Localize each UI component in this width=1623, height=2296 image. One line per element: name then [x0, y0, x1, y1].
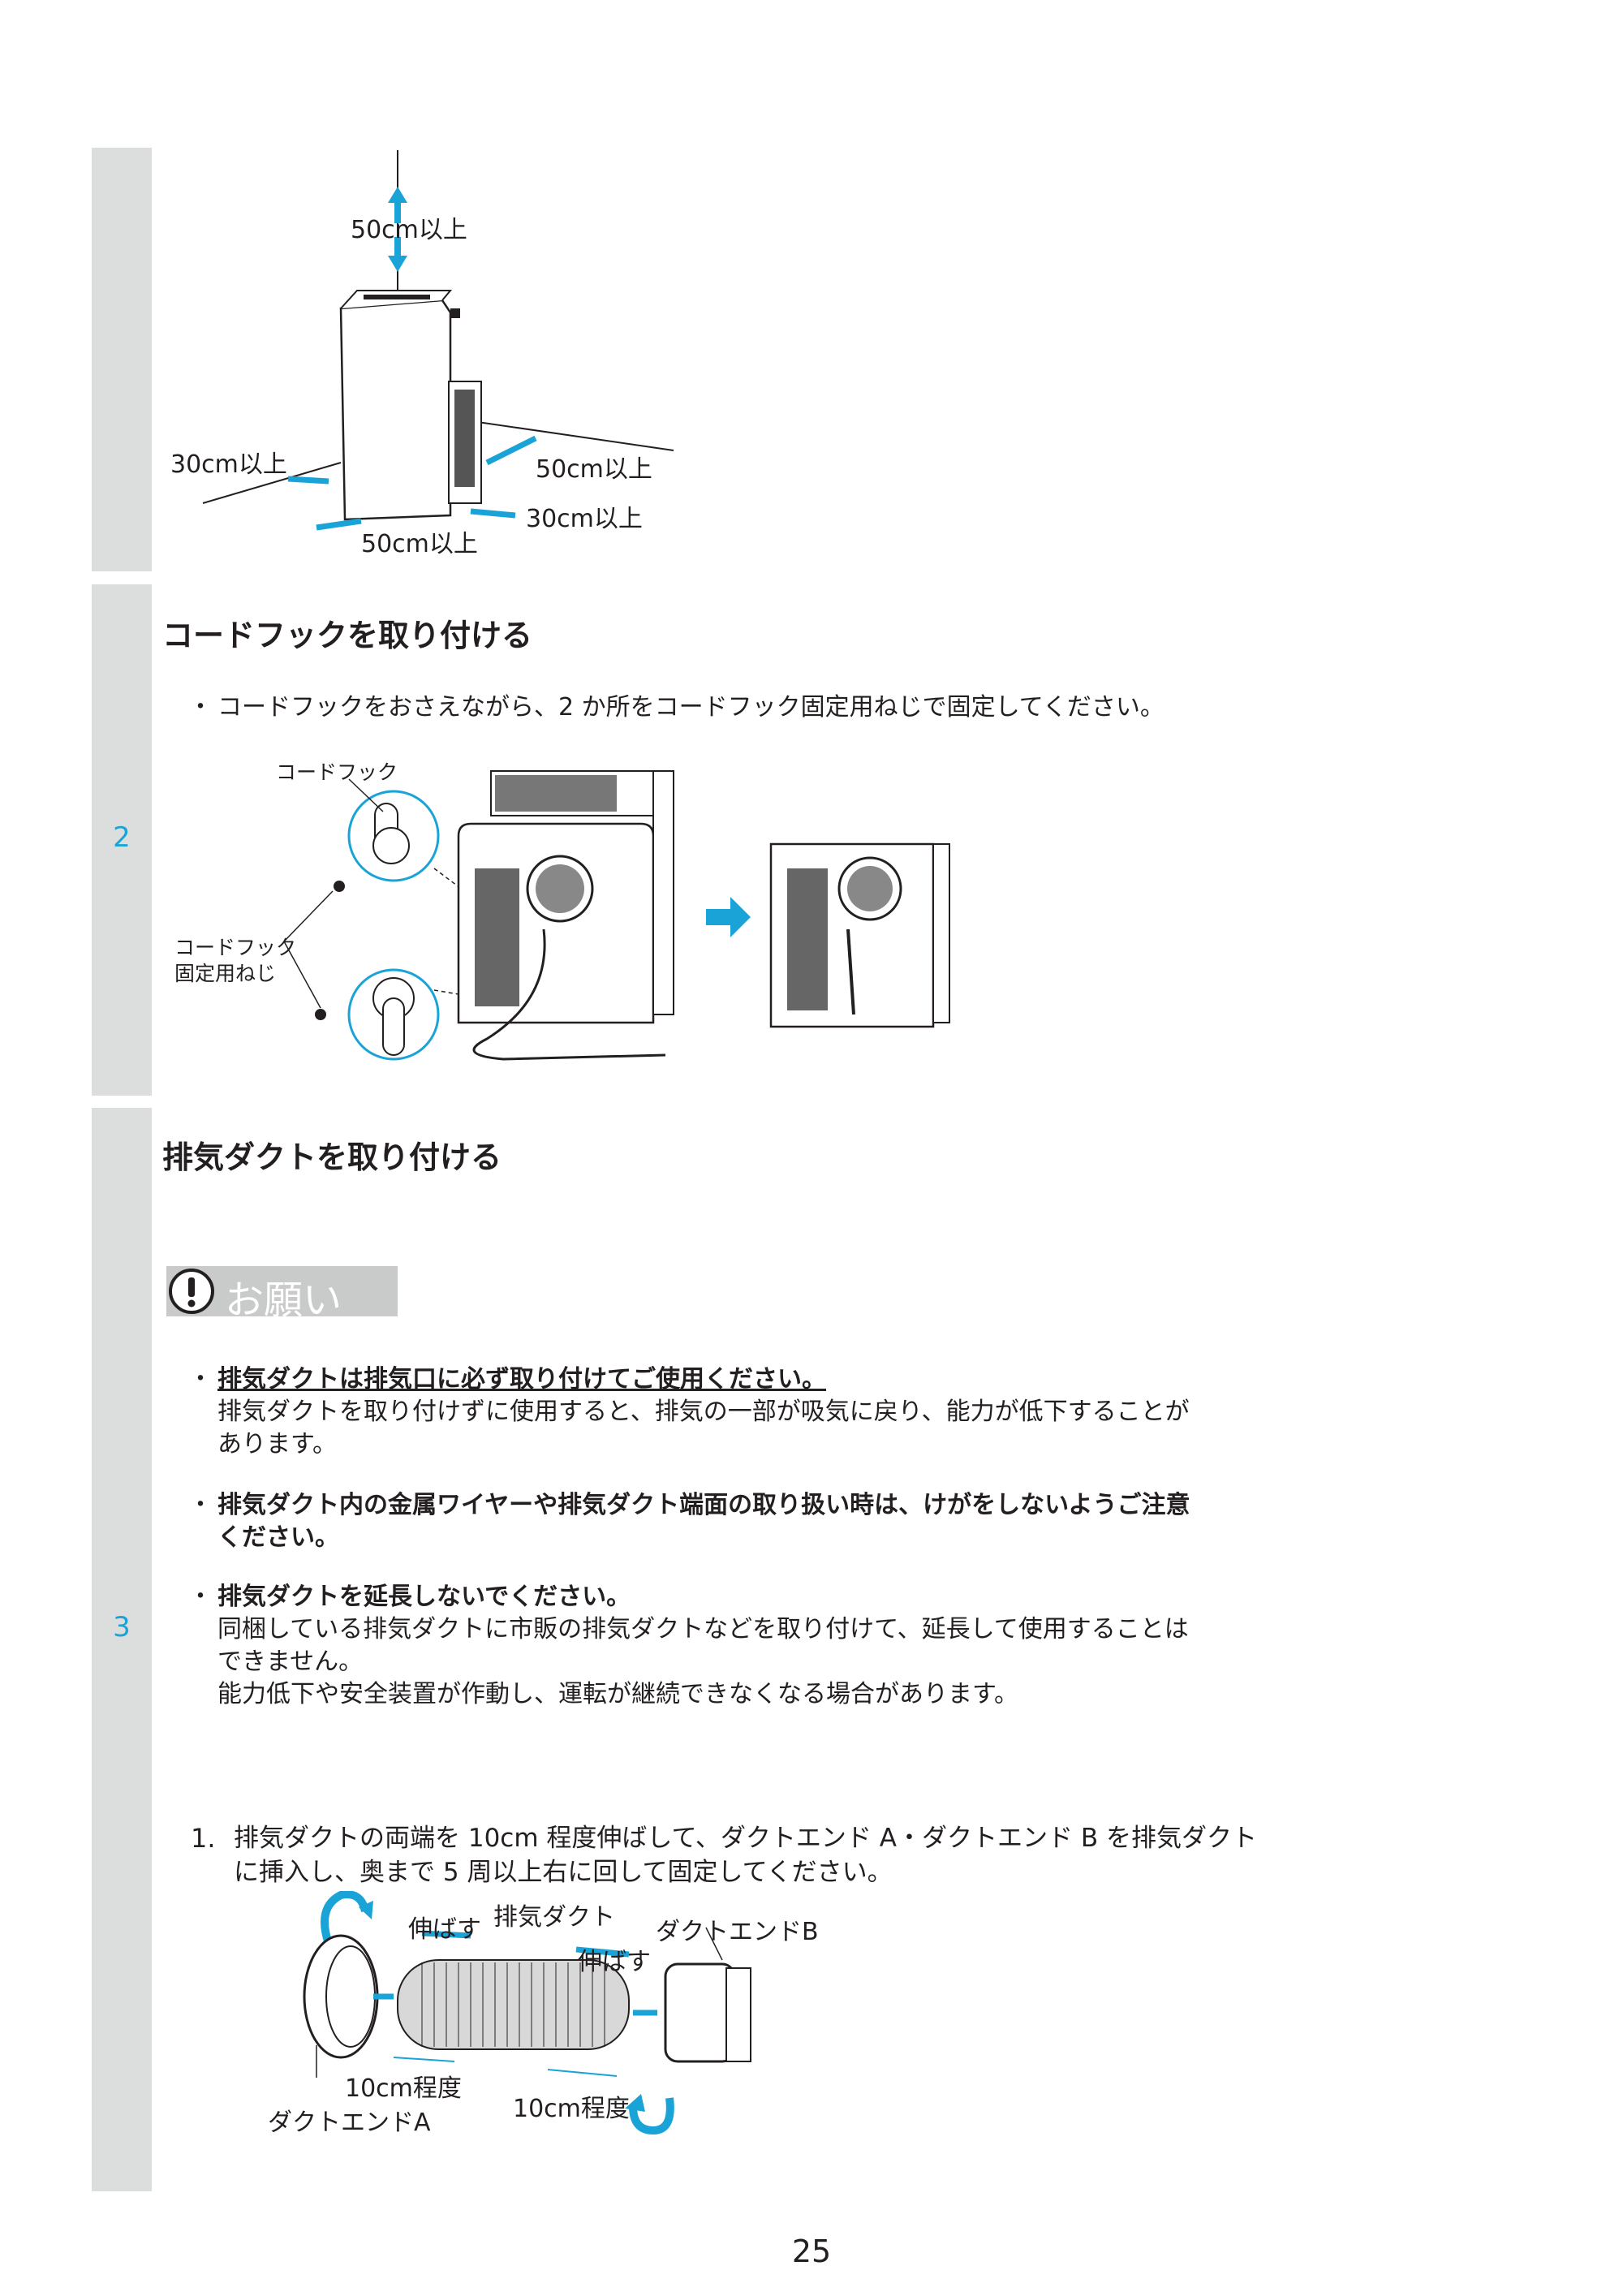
- rotate-arrow-icon: [629, 2097, 674, 2134]
- arrow-front-icon: [316, 518, 362, 531]
- rotate-arrow-icon: [321, 1891, 369, 1945]
- clearance-front-right-label: 30cm以上: [526, 505, 643, 533]
- note3-bold: 排気ダクトを延長しないでください。: [217, 1583, 631, 1611]
- note1-line1: 排気ダクトを取り付けずに使用すると、排気の一部が吸気に戻り、能力が低下することが: [217, 1398, 1190, 1426]
- screw-icon: [315, 1009, 326, 1020]
- clearance-front-label: 50cm以上: [361, 530, 478, 558]
- clearance-top-label: 50cm以上: [351, 216, 467, 244]
- note2-line2: ください。: [217, 1523, 339, 1552]
- note3-line2: できません。: [217, 1648, 364, 1676]
- step2-bullet-text: コードフックをおさえながら、2 か所をコードフック固定用ねじで固定してください。: [217, 693, 1165, 722]
- clearance-right-label: 50cm以上: [536, 455, 652, 484]
- arrow-right-icon: [706, 897, 751, 937]
- duct-stretch-right-label: 伸ばす: [578, 1948, 651, 1976]
- instruction-line2: に挿入し、奥まで 5 周以上右に回して固定してください。: [234, 1858, 893, 1887]
- duct-end-a-label: ダクトエンドA: [268, 2109, 431, 2137]
- arrow-down-icon: [388, 237, 407, 272]
- instruction-number: 1.: [191, 1823, 216, 1854]
- step2-title: コードフックを取り付ける: [162, 618, 533, 653]
- duct-length-right-label: 10cm程度: [513, 2095, 630, 2123]
- note3-line1: 同梱している排気ダクトに市販の排気ダクトなどを取り付けて、延長して使用することは: [217, 1615, 1189, 1643]
- cord-hook-screw-label-1: コードフック: [174, 936, 297, 959]
- arrow-front-right-icon: [470, 508, 516, 519]
- clearance-left-label: 30cm以上: [170, 450, 287, 479]
- note1-bold: 排気ダクトは排気口に必ず取り付けてご使用ください。: [217, 1365, 826, 1394]
- bullet-marker: ・: [188, 693, 213, 722]
- sidebar-bar-3: [92, 1108, 152, 2191]
- step3-title: 排気ダクトを取り付ける: [162, 1139, 502, 1175]
- bullet-marker: ・: [188, 1365, 213, 1394]
- duct-figure: [303, 1891, 751, 2134]
- notice-label: お願い: [225, 1277, 342, 1323]
- note3-line3: 能力低下や安全装置が作動し、運転が継続できなくなる場合があります。: [217, 1680, 1018, 1708]
- arrow-left-icon: [287, 476, 329, 485]
- duct-length-left-label: 10cm程度: [345, 2074, 462, 2103]
- duct-end-b-label: ダクトエンドB: [656, 1918, 819, 1946]
- step-number-3: 3: [113, 1611, 131, 1643]
- cord-hook-label: コードフック: [276, 760, 398, 784]
- duct-label: 排気ダクト: [493, 1903, 615, 1932]
- cord-hook-screw-label-2: 固定用ねじ: [174, 962, 277, 985]
- notice-banner: お願い: [166, 1266, 398, 1323]
- sidebar-bar-2: [92, 584, 152, 1096]
- sidebar-bar-1: [92, 148, 152, 571]
- arrow-up-icon: [388, 187, 407, 223]
- instruction-line1: 排気ダクトの両端を 10cm 程度伸ばして、ダクトエンド A・ダクトエンド B …: [234, 1824, 1257, 1853]
- note1-line2: あります。: [217, 1430, 337, 1458]
- cord-hook-figure: [283, 770, 950, 1061]
- bullet-marker: ・: [188, 1491, 213, 1519]
- arrow-right-icon: [485, 435, 537, 466]
- bullet-marker: ・: [188, 1583, 213, 1611]
- clearance-figure: [202, 150, 674, 531]
- step-number-2: 2: [113, 821, 131, 854]
- note2-line1: 排気ダクト内の金属ワイヤーや排気ダクト端面の取り扱い時は、けがをしないようご注意: [217, 1491, 1190, 1519]
- screw-icon: [334, 881, 345, 892]
- duct-stretch-left-label: 伸ばす: [408, 1915, 481, 1944]
- page-number: 25: [791, 2234, 832, 2269]
